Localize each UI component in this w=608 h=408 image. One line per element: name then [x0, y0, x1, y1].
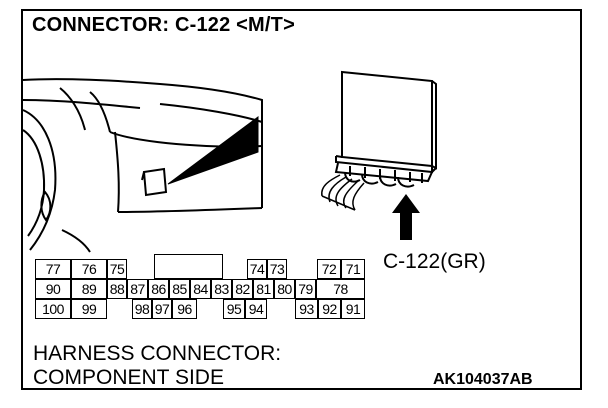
- pin: 77: [35, 259, 71, 279]
- connector-key-outline: [154, 254, 223, 279]
- pin: 96: [172, 299, 197, 319]
- pin: 76: [71, 259, 107, 279]
- pin: 71: [341, 259, 365, 279]
- pin: 90: [35, 279, 71, 299]
- pin: 85: [169, 279, 190, 299]
- pin: 75: [107, 259, 127, 279]
- pin: 94: [245, 299, 267, 319]
- pin: 73: [267, 259, 287, 279]
- caption-line-1: HARNESS CONNECTOR:: [33, 342, 282, 365]
- up-arrow-icon: [392, 194, 420, 240]
- pointer-wedge: [167, 116, 259, 185]
- component-drawing: [334, 70, 437, 188]
- connector-label: C-122(GR): [383, 250, 486, 273]
- diagram-title: CONNECTOR: C-122 <M/T>: [32, 14, 295, 36]
- pin: 84: [190, 279, 211, 299]
- harness-wires: [321, 174, 365, 211]
- diagram-frame: [21, 9, 582, 390]
- pin: 79: [295, 279, 316, 299]
- caption-line-2: COMPONENT SIDE: [33, 366, 224, 389]
- pin: 98: [132, 299, 152, 319]
- pin: 78: [316, 279, 365, 299]
- relay-box-in-dash: [141, 167, 168, 197]
- pin: 89: [71, 279, 107, 299]
- pin: 92: [318, 299, 341, 319]
- pin: 74: [247, 259, 267, 279]
- pin: 80: [274, 279, 295, 299]
- pin: 83: [211, 279, 232, 299]
- figure-code: AK104037AB: [433, 371, 533, 388]
- pin: 72: [317, 259, 341, 279]
- pin: 87: [127, 279, 148, 299]
- pin: 91: [341, 299, 365, 319]
- pin: 81: [253, 279, 274, 299]
- pin: 86: [148, 279, 169, 299]
- pin: 100: [35, 299, 71, 319]
- pin: 88: [107, 279, 127, 299]
- pin: 93: [295, 299, 318, 319]
- pin: 99: [71, 299, 107, 319]
- pin: 95: [223, 299, 245, 319]
- dashboard-drawing: [22, 78, 263, 253]
- pin: 97: [152, 299, 172, 319]
- pin: 82: [232, 279, 253, 299]
